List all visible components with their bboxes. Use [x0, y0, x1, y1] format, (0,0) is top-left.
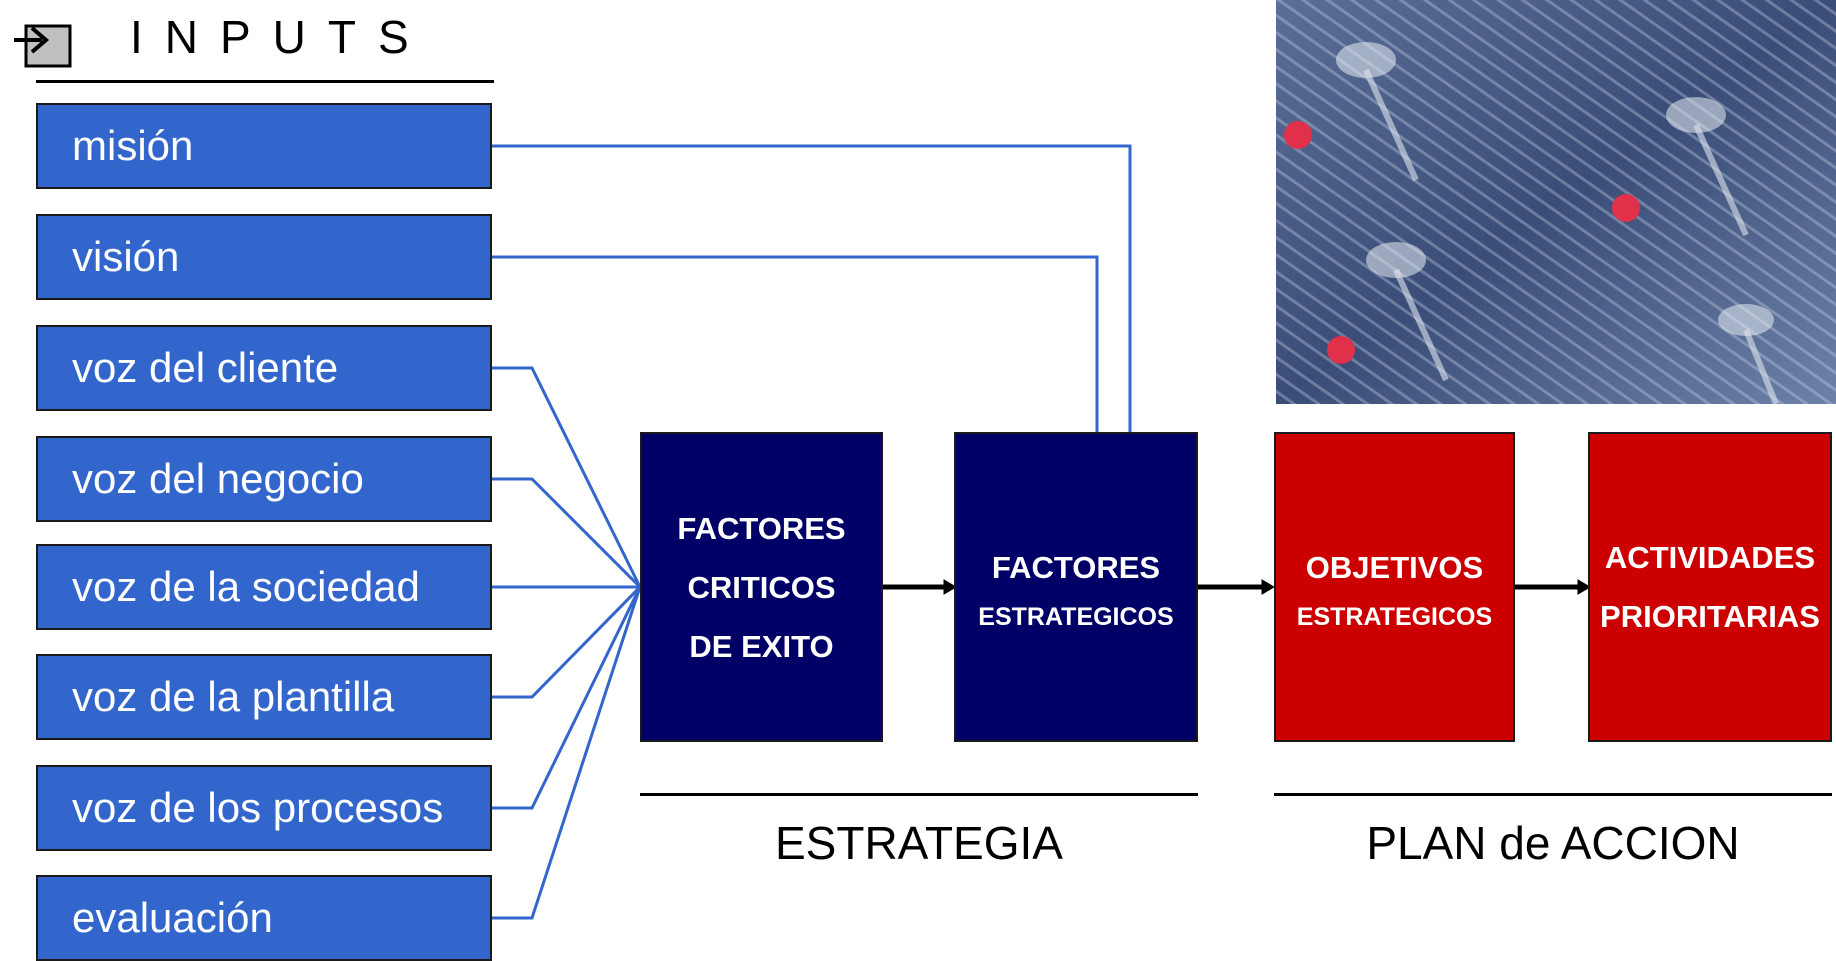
input-voz-sociedad: voz de la sociedad: [36, 544, 492, 630]
input-evaluacion: evaluación: [36, 875, 492, 961]
inputs-title: INPUTS: [130, 11, 431, 63]
input-vision: visión: [36, 214, 492, 300]
fce-line1: FACTORES: [677, 510, 846, 546]
estrategia-label: ESTRATEGIA: [775, 817, 1063, 869]
connector-mision: [492, 144, 1132, 432]
objetivos-estrategicos-box: OBJETIVOS ESTRATEGICOS: [1274, 432, 1515, 742]
connector-voz-procesos: [492, 586, 642, 810]
connector-voz-plantilla: [492, 585, 642, 699]
input-voz-negocio: voz del negocio: [36, 436, 492, 522]
arrow-into-square-icon: [14, 24, 72, 68]
act-line1: ACTIVIDADES: [1604, 540, 1816, 575]
input-mision: misión: [36, 103, 492, 189]
factores-estrategicos-box: FACTORES ESTRATEGICOS: [954, 432, 1198, 742]
input-voz-procesos: voz de los procesos: [36, 765, 492, 851]
connector-vision: [492, 255, 1099, 432]
plan-accion-label: PLAN de ACCION: [1366, 817, 1740, 869]
input-voz-plantilla: voz de la plantilla: [36, 654, 492, 740]
input-voz-cliente: voz del cliente: [36, 325, 492, 411]
fe-line1: FACTORES: [991, 549, 1161, 585]
connector-voz-negocio: [492, 477, 642, 589]
decorative-photo: [1276, 0, 1836, 404]
act-line2: PRIORITARIAS: [1600, 599, 1820, 634]
factores-criticos-box: FACTORES CRITICOS DE EXITO: [640, 432, 883, 742]
plan-accion-rule: [1274, 793, 1832, 796]
fce-line2: CRITICOS: [687, 569, 836, 605]
connector-evaluacion: [492, 586, 642, 920]
actividades-prioritarias-box: ACTIVIDADES PRIORITARIAS: [1588, 432, 1832, 742]
fe-line2: ESTRATEGICOS: [978, 602, 1174, 631]
header-underline: [36, 80, 494, 83]
obj-line1: OBJETIVOS: [1305, 549, 1484, 585]
obj-line2: ESTRATEGICOS: [1296, 602, 1493, 631]
estrategia-rule: [640, 793, 1198, 796]
connector-voz-cliente: [492, 366, 642, 588]
fce-line3: DE EXITO: [689, 628, 834, 664]
